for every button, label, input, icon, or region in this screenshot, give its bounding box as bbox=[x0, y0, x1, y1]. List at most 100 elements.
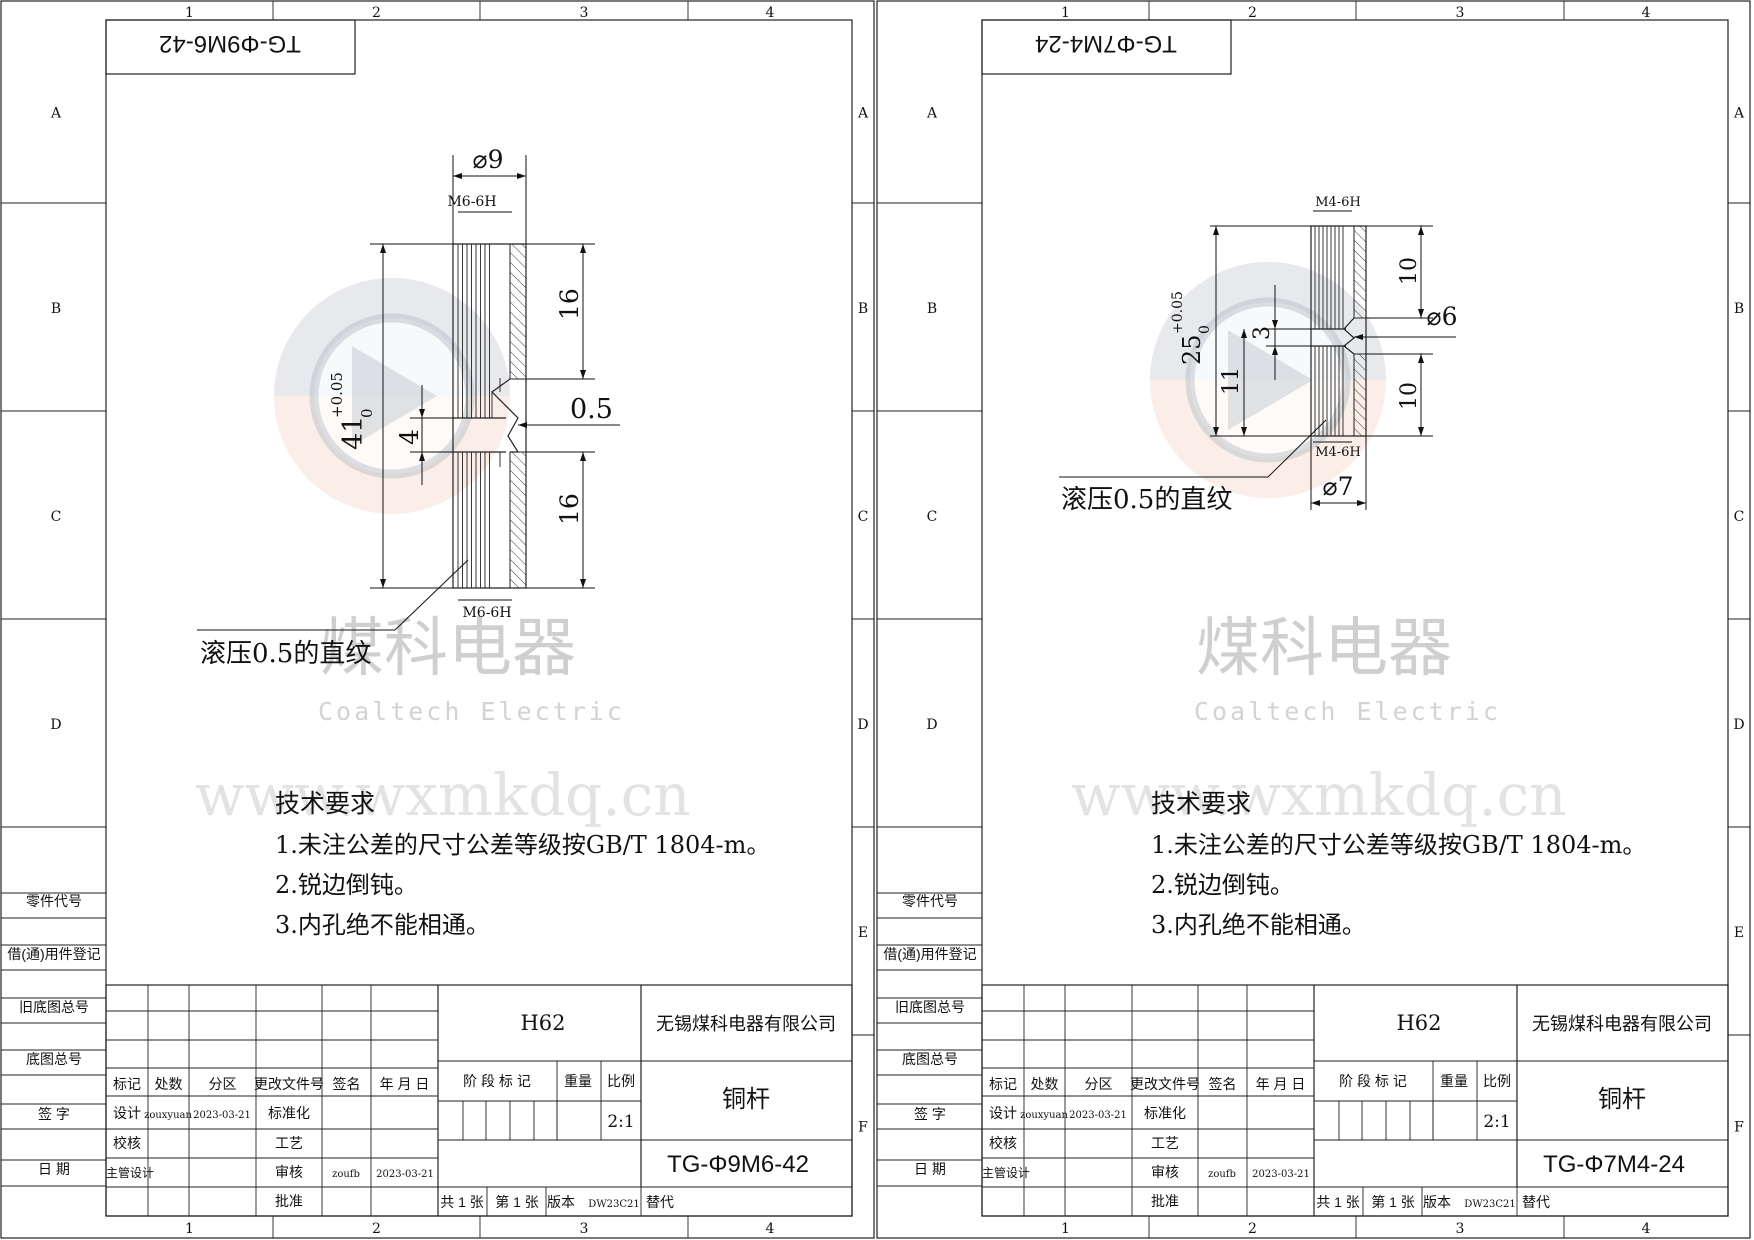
tech-item: 1.未注公差的尺寸公差等级按GB/T 1804-m。 bbox=[275, 831, 770, 859]
tb-scale-label: 比例 bbox=[607, 1073, 635, 1089]
tech-title: 技术要求 bbox=[275, 789, 375, 818]
tb-header: 更改文件号 bbox=[1130, 1076, 1200, 1092]
outer-border bbox=[876, 0, 1751, 1239]
side-label: 日 期 bbox=[38, 1161, 70, 1177]
zone-col-label-top: 1 bbox=[185, 5, 194, 21]
dim-arrow bbox=[1418, 226, 1424, 235]
tb-header: 处数 bbox=[155, 1076, 183, 1092]
dim-arrow bbox=[518, 422, 527, 428]
zone-col-label-bottom: 2 bbox=[1248, 1221, 1257, 1237]
zone-row-label-right: A bbox=[1733, 106, 1745, 122]
side-label: 旧底图总号 bbox=[895, 999, 965, 1015]
dim-thread-top: M6-6H bbox=[447, 194, 496, 210]
dim-thread-top: M4-6H bbox=[1315, 195, 1361, 210]
tech-item: 2.锐边倒钝。 bbox=[1151, 871, 1294, 899]
dim-arrow bbox=[1213, 427, 1219, 436]
part-code-box bbox=[105, 19, 356, 75]
tb-design-date: 2023-03-21 bbox=[193, 1110, 251, 1121]
tb-process-label: 工艺 bbox=[1151, 1135, 1179, 1151]
zone-col-label-top: 1 bbox=[1061, 5, 1070, 21]
tb-design-date: 2023-03-21 bbox=[1069, 1110, 1127, 1121]
dim-groove: 0.5 bbox=[570, 394, 613, 425]
tb-version: DW23C21 bbox=[588, 1199, 639, 1210]
zone-col-label-bottom: 2 bbox=[372, 1221, 381, 1237]
tb-header: 处数 bbox=[1031, 1076, 1059, 1092]
tb-company: 无锡煤科电器有限公司 bbox=[1532, 1014, 1712, 1034]
dim-tol-lower: 0 bbox=[358, 408, 376, 418]
section-hatch bbox=[509, 451, 527, 589]
dim-lower: 11 bbox=[1219, 367, 1244, 395]
zone-col-label-bottom: 3 bbox=[1456, 1221, 1465, 1237]
dim-arrow bbox=[1241, 329, 1247, 338]
dim-arrow bbox=[380, 579, 386, 588]
side-label: 日 期 bbox=[914, 1161, 946, 1177]
side-label: 借(通)用件登记 bbox=[7, 946, 100, 962]
dim-arrow bbox=[419, 452, 425, 461]
dim-total: 25 bbox=[1178, 334, 1206, 365]
dim-arrow bbox=[453, 173, 462, 179]
zone-row-label-left: B bbox=[927, 301, 937, 317]
tb-header: 年 月 日 bbox=[380, 1076, 430, 1092]
tb-scale: 2:1 bbox=[1483, 1112, 1510, 1132]
watermark-company-en: Coaltech Electric bbox=[1194, 697, 1501, 726]
dim-thread-bottom: M6-6H bbox=[462, 605, 511, 621]
zone-row-label-right: F bbox=[1734, 1120, 1744, 1136]
section-hatch bbox=[1353, 225, 1367, 319]
dim-len-bottom: 10 bbox=[1397, 382, 1422, 410]
section-hatch bbox=[509, 243, 527, 380]
tb-header: 标记 bbox=[113, 1076, 141, 1092]
dim-gap: 4 bbox=[395, 429, 424, 445]
watermark-logo-core bbox=[314, 318, 470, 474]
zone-row-label-right: A bbox=[857, 106, 869, 122]
tb-material: H62 bbox=[1396, 1011, 1441, 1035]
zone-col-label-bottom: 4 bbox=[766, 1221, 775, 1237]
tb-part-code: TG-Φ7M4-24 bbox=[1543, 1151, 1685, 1178]
side-label: 零件代号 bbox=[902, 893, 958, 909]
side-label: 零件代号 bbox=[26, 893, 82, 909]
tb-review-label: 审核 bbox=[275, 1164, 303, 1180]
dim-dia-outer: ⌀9 bbox=[473, 145, 504, 174]
tb-header: 标记 bbox=[989, 1076, 1017, 1092]
zone-row-label-right: C bbox=[1734, 509, 1745, 525]
tb-weight-label: 重量 bbox=[564, 1073, 592, 1089]
groove-profile bbox=[491, 378, 520, 453]
zone-row-label-right: E bbox=[858, 925, 868, 941]
dim-arrow bbox=[580, 244, 586, 253]
tb-material: H62 bbox=[520, 1011, 565, 1035]
dim-tol-upper: +0.05 bbox=[1170, 291, 1186, 334]
zone-row-label-right: D bbox=[857, 717, 868, 733]
tb-check-label: 校核 bbox=[989, 1135, 1017, 1151]
tb-sheet-total: 共 1 张 bbox=[1316, 1194, 1360, 1210]
dim-arrow bbox=[1272, 320, 1278, 329]
tb-weight-label: 重量 bbox=[1440, 1073, 1468, 1089]
dim-arrow bbox=[1357, 500, 1366, 506]
zone-row-label-left: A bbox=[50, 106, 62, 122]
tb-version-label: 版本 bbox=[547, 1194, 575, 1210]
dim-arrow bbox=[1418, 427, 1424, 436]
dim-len-bottom: 16 bbox=[555, 493, 584, 525]
watermark-company-en: Coaltech Electric bbox=[318, 697, 625, 726]
tb-scale-label: 比例 bbox=[1483, 1073, 1511, 1089]
watermark: 煤科电器 Coaltech Electric www.wxmkdq.cn bbox=[1071, 262, 1567, 829]
tb-part-name: 铜杆 bbox=[722, 1086, 770, 1113]
tb-review-label: 审核 bbox=[1151, 1164, 1179, 1180]
dim-arrow bbox=[580, 370, 586, 379]
leader-line bbox=[394, 559, 469, 631]
watermark-url: www.wxmkdq.cn bbox=[1071, 761, 1567, 829]
tb-standardize-label: 标准化 bbox=[268, 1105, 310, 1121]
tb-designer: zouxyuan bbox=[144, 1110, 192, 1121]
dim-thread-bottom: M4-6H bbox=[1315, 445, 1361, 460]
dim-tol-lower: 0 bbox=[1197, 325, 1213, 334]
tb-header: 分区 bbox=[209, 1076, 237, 1092]
watermark-company-cn: 煤科电器 bbox=[1196, 612, 1452, 686]
dim-arrow bbox=[580, 452, 586, 461]
tb-designer: zouxyuan bbox=[1020, 1110, 1068, 1121]
tb-check-label: 校核 bbox=[113, 1135, 141, 1151]
knurl-note: 滚压0.5的直纹 bbox=[1061, 485, 1232, 515]
tb-sheet-no: 第 1 张 bbox=[1371, 1194, 1415, 1210]
